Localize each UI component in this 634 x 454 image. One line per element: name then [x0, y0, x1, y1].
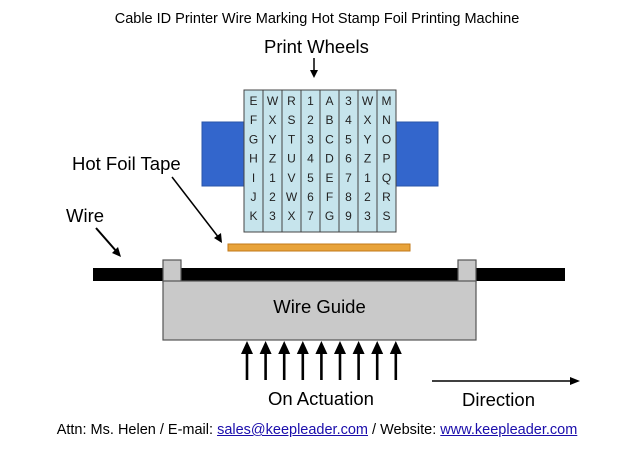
direction-arrow-head	[570, 377, 580, 385]
wire-guide-label: Wire Guide	[273, 296, 366, 317]
wheel-character: G	[325, 209, 334, 223]
wheel-character: A	[325, 94, 333, 108]
wheel-character: Q	[382, 171, 391, 185]
right-guide-post	[457, 259, 477, 283]
wheel-character: 4	[345, 113, 352, 127]
actuation-arrow-head	[241, 341, 253, 354]
direction-label: Direction	[462, 389, 535, 410]
wheel-character: X	[268, 113, 276, 127]
wheel-character: 9	[345, 209, 352, 223]
wheel-character: Z	[269, 152, 276, 166]
wheel-character: O	[382, 132, 391, 146]
wheel-character: 8	[345, 190, 352, 204]
wheel-character: S	[287, 113, 295, 127]
wire-guide	[162, 280, 477, 341]
wheel-character: 2	[307, 113, 314, 127]
hot-foil-tape	[227, 243, 411, 252]
wheel-character: N	[382, 113, 391, 127]
actuation-arrow-head	[278, 341, 291, 354]
wheel-character: 5	[307, 171, 314, 185]
hot-foil-pointer	[171, 176, 220, 239]
left-side-block	[201, 121, 245, 187]
wheel-character: W	[362, 94, 374, 108]
wheel-character: M	[382, 94, 392, 108]
footer-contact: Attn: Ms. Helen / E-mail: sales@keeplead…	[0, 422, 634, 438]
wheel-character: X	[363, 113, 371, 127]
footer-middle: / Website:	[368, 422, 441, 438]
email-link[interactable]: sales@keepleader.com	[217, 422, 369, 438]
wheel-character: 7	[307, 209, 314, 223]
actuation-arrow-head	[371, 341, 384, 354]
print-wheels-label: Print Wheels	[264, 36, 369, 57]
wheel-character: Y	[268, 132, 276, 146]
wheel-character: 6	[307, 190, 314, 204]
wheel-character: Y	[363, 132, 371, 146]
wheel-character: H	[249, 152, 258, 166]
wheel-character: K	[249, 209, 257, 223]
website-link[interactable]: www.keepleader.com	[440, 422, 578, 438]
actuation-arrow-head	[334, 341, 346, 354]
wheel-character: 1	[364, 171, 371, 185]
wheel-character: W	[267, 94, 279, 108]
print-wheels-group: EFGHIJKWXYZ123RSTUVWX1234567ABCDEFG34567…	[243, 89, 397, 233]
print-wheels-pointer-head	[310, 70, 318, 78]
wheel-character: E	[325, 171, 333, 185]
wire-label: Wire	[66, 205, 105, 226]
wheel-character: T	[288, 132, 296, 146]
wheel-character: Z	[364, 152, 371, 166]
actuation-arrow-head	[315, 341, 328, 354]
wheel-character: U	[287, 152, 296, 166]
wheel-character: 3	[364, 209, 371, 223]
wheel-character: I	[252, 171, 255, 185]
wheel-character: 1	[307, 94, 314, 108]
wheel-character: R	[287, 94, 296, 108]
wheel-character: D	[325, 152, 334, 166]
actuation-arrow-head	[296, 341, 309, 354]
diagram-title: Cable ID Printer Wire Marking Hot Stamp …	[114, 11, 520, 27]
print-wheel	[376, 89, 397, 233]
wheel-character: F	[250, 113, 257, 127]
wheel-character: 2	[364, 190, 371, 204]
wheel-character: 3	[307, 132, 314, 146]
footer-prefix: Attn: Ms. Helen / E-mail:	[56, 422, 218, 438]
wheel-character: 5	[345, 132, 352, 146]
wheel-character: V	[287, 171, 295, 185]
wheel-character: 1	[269, 171, 276, 185]
wire-pointer-head	[112, 247, 121, 257]
wheel-character: G	[249, 132, 258, 146]
on-actuation-label: On Actuation	[268, 388, 374, 409]
wheel-character: 7	[345, 171, 352, 185]
wheel-character: S	[382, 209, 390, 223]
actuation-arrow-head	[259, 341, 272, 354]
wheel-character: 6	[345, 152, 352, 166]
wire	[93, 268, 565, 281]
wheel-character: W	[286, 190, 298, 204]
wheel-character: 3	[345, 94, 352, 108]
wheel-character: X	[287, 209, 295, 223]
actuation-arrow-head	[352, 341, 365, 354]
wheel-character: 4	[307, 152, 314, 166]
wheel-character: R	[382, 190, 391, 204]
actuation-arrows	[241, 341, 402, 380]
wheel-character: 3	[269, 209, 276, 223]
wheel-character: P	[382, 152, 390, 166]
wheel-character: 2	[269, 190, 276, 204]
wheel-character: C	[325, 132, 334, 146]
wheel-character: E	[249, 94, 257, 108]
hot-foil-pointer-head	[214, 233, 222, 243]
wire-pointer	[95, 227, 118, 253]
wheel-character: J	[251, 190, 257, 204]
left-guide-post	[162, 259, 182, 283]
actuation-arrow-head	[389, 341, 402, 354]
right-side-block	[395, 121, 439, 187]
wheel-character: B	[325, 113, 333, 127]
hot-foil-tape-label: Hot Foil Tape	[72, 153, 181, 174]
wheel-character: F	[326, 190, 333, 204]
